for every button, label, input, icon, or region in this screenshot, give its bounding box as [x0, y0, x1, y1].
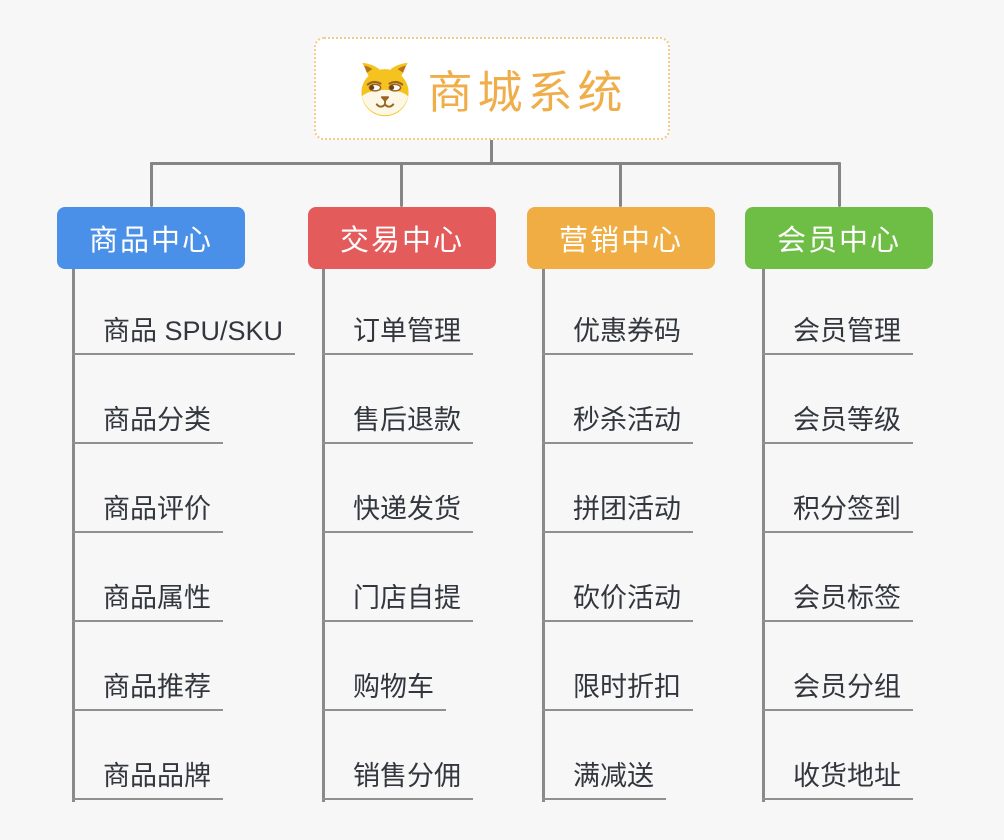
leaf-item[interactable]: 收货地址 [762, 750, 913, 800]
leaf-item[interactable]: 商品推荐 [72, 661, 223, 711]
leaf-item[interactable]: 商品品牌 [72, 750, 223, 800]
leaf-item[interactable]: 限时折扣 [542, 661, 693, 711]
branch-trunk-line [322, 269, 325, 802]
leaf-item[interactable]: 购物车 [322, 661, 446, 711]
leaf-item[interactable]: 会员标签 [762, 572, 913, 622]
leaf-item[interactable]: 商品分类 [72, 394, 223, 444]
leaf-item[interactable]: 商品评价 [72, 483, 223, 533]
branch-node-members[interactable]: 会员中心 [745, 207, 933, 269]
leaf-item[interactable]: 优惠券码 [542, 305, 693, 355]
branch-node-products[interactable]: 商品中心 [57, 207, 245, 269]
leaf-item[interactable]: 砍价活动 [542, 572, 693, 622]
leaf-item[interactable]: 会员管理 [762, 305, 913, 355]
branch-node-trade[interactable]: 交易中心 [308, 207, 496, 269]
branch-trunk-line [542, 269, 545, 802]
leaf-item[interactable]: 秒杀活动 [542, 394, 693, 444]
connector-drop-marketing [619, 162, 622, 207]
leaf-item[interactable]: 订单管理 [322, 305, 473, 355]
leaf-item[interactable]: 满减送 [542, 750, 666, 800]
branch-trunk-line [72, 269, 75, 802]
leaf-item[interactable]: 积分签到 [762, 483, 913, 533]
leaf-item[interactable]: 销售分佣 [322, 750, 473, 800]
root-node[interactable]: 商城系统 [314, 37, 670, 140]
connector-root-drop [490, 139, 493, 165]
leaf-item[interactable]: 商品 SPU/SKU [72, 305, 296, 355]
leaf-item[interactable]: 拼团活动 [542, 483, 693, 533]
branch-trunk-line [762, 269, 765, 802]
leaf-item[interactable]: 会员分组 [762, 661, 913, 711]
leaf-item[interactable]: 快递发货 [322, 483, 473, 533]
connector-horizontal [150, 162, 841, 165]
leaf-item[interactable]: 门店自提 [322, 572, 473, 622]
root-title: 商城系统 [427, 67, 628, 118]
connector-drop-members [838, 162, 841, 207]
leaf-item[interactable]: 会员等级 [762, 394, 913, 444]
connector-drop-products [150, 162, 153, 207]
leaf-item[interactable]: 售后退款 [322, 394, 473, 444]
branch-node-marketing[interactable]: 营销中心 [527, 207, 715, 269]
connector-drop-trade [400, 162, 403, 207]
dog-face-icon [356, 60, 414, 118]
leaf-item[interactable]: 商品属性 [72, 572, 223, 622]
